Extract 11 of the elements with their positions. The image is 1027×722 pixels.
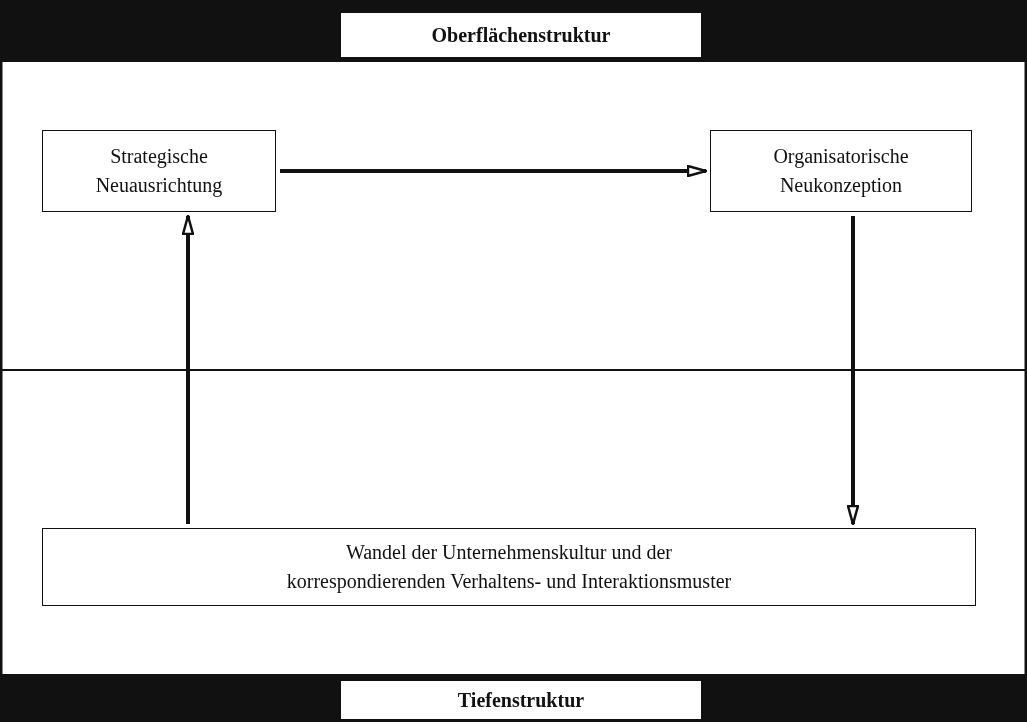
- band-label: Tiefenstruktur: [340, 680, 702, 720]
- process-box: [710, 130, 972, 212]
- process-box: [42, 528, 976, 606]
- box-text: Strategische Neuausrichtung: [94, 144, 224, 199]
- box-text: Organisatorische Neukonzeption: [772, 144, 910, 199]
- box-text: Wandel der Unternehmenskultur und der korrespondierenden Verhaltens- und Interaktionsmuster: [285, 540, 733, 595]
- arrow: [846, 216, 860, 526]
- arrow: [280, 164, 708, 178]
- band-label: Oberflächenstruktur: [340, 12, 702, 58]
- arrow: [181, 214, 195, 524]
- process-box: [42, 130, 276, 212]
